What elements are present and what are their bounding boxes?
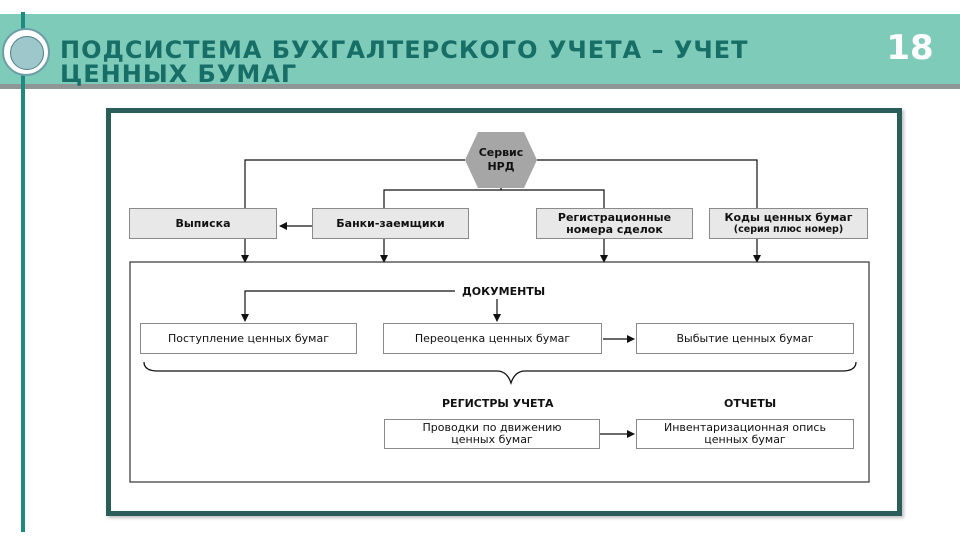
connector-service-codes bbox=[537, 159, 758, 208]
connector-service-sources bbox=[383, 189, 605, 208]
entries-line1: Проводки по движению bbox=[422, 421, 562, 434]
accent-vertical-line bbox=[21, 12, 25, 532]
logo-emblem bbox=[10, 36, 44, 70]
extract-label: Выписка bbox=[175, 216, 231, 230]
inner-process-frame bbox=[129, 261, 870, 483]
reg-numbers-box: Регистрационные номера сделок bbox=[536, 208, 693, 239]
codes-box: Коды ценных бумаг (серия плюс номер) bbox=[709, 208, 868, 239]
codes-line1: Коды ценных бумаг bbox=[724, 211, 853, 224]
codes-line2: (серия плюс номер) bbox=[733, 224, 844, 235]
slide-title-line2: ЦЕННЫХ БУМАГ bbox=[60, 60, 298, 88]
inventory-line2: ценных бумаг bbox=[704, 433, 786, 446]
connector-documents-to-receipt bbox=[241, 290, 455, 322]
slide-title-line1: ПОДСИСТЕМА БУХГАЛТЕРСКОГО УЧЕТА – УЧЕТ bbox=[60, 36, 749, 64]
receipt-box: Поступление ценных бумаг bbox=[140, 323, 357, 354]
reg-numbers-line1: Регистрационные bbox=[557, 210, 672, 224]
service-line2: НРД bbox=[487, 160, 515, 173]
service-line1: Сервис bbox=[478, 146, 524, 159]
inventory-line1: Инвентаризационная опись bbox=[664, 421, 826, 434]
revaluation-label: Переоценка ценных бумаг bbox=[414, 331, 571, 345]
banks-box: Банки-заемщики bbox=[312, 208, 469, 239]
curly-brace bbox=[143, 361, 857, 386]
entries-box: Проводки по движению ценных бумаг bbox=[384, 419, 600, 449]
reports-label: ОТЧЕТЫ bbox=[724, 397, 777, 410]
service-nrd-node: Сервис НРД bbox=[465, 132, 537, 188]
banks-label: Банки-заемщики bbox=[336, 216, 445, 230]
entries-line2: ценных бумаг bbox=[451, 433, 533, 446]
documents-label: ДОКУМЕНТЫ bbox=[462, 285, 546, 298]
disposal-label: Выбытие ценных бумаг bbox=[676, 331, 814, 345]
revaluation-box: Переоценка ценных бумаг bbox=[383, 323, 602, 354]
registers-label: РЕГИСТРЫ УЧЕТА bbox=[442, 397, 554, 410]
page-number: 18 bbox=[886, 28, 934, 68]
slide-title: ПОДСИСТЕМА БУХГАЛТЕРСКОГО УЧЕТА – УЧЕТ Ц… bbox=[60, 38, 820, 86]
university-logo-icon bbox=[2, 28, 50, 76]
connector-service-extract bbox=[244, 159, 465, 208]
receipt-label: Поступление ценных бумаг bbox=[167, 331, 329, 345]
inventory-box: Инвентаризационная опись ценных бумаг bbox=[636, 419, 854, 449]
header-bar bbox=[0, 14, 960, 84]
extract-box: Выписка bbox=[129, 208, 277, 239]
disposal-box: Выбытие ценных бумаг bbox=[636, 323, 854, 354]
reg-numbers-line2: номера сделок bbox=[566, 222, 663, 236]
header-divider bbox=[0, 84, 960, 89]
